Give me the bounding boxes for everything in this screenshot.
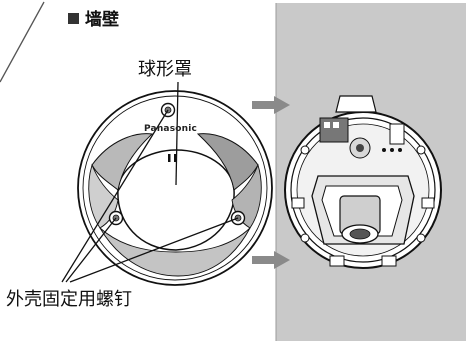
arrow-right-icon bbox=[252, 96, 290, 114]
wall-edge-line bbox=[0, 1, 45, 83]
dome-cover-leader bbox=[175, 81, 179, 186]
camera-base-open bbox=[284, 95, 442, 269]
camera-housing bbox=[77, 90, 273, 286]
screw-leader bbox=[65, 217, 117, 283]
housing-screws-label: 外壳固定用螺钉 bbox=[6, 289, 132, 310]
section-title-text: 墙壁 bbox=[85, 10, 119, 30]
square-bullet-icon bbox=[68, 13, 79, 24]
dome-cover-label: 球形罩 bbox=[138, 59, 192, 80]
screw-leader bbox=[69, 217, 239, 283]
screw-leader bbox=[61, 109, 169, 283]
brand-logo-text: Panasonic bbox=[144, 124, 198, 134]
arrow-right-icon bbox=[252, 251, 290, 269]
section-title: 墙壁 bbox=[68, 5, 119, 30]
